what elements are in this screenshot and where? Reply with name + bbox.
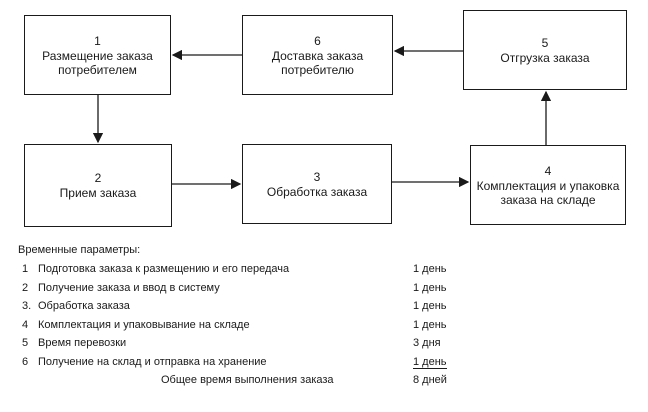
total-row: Общее время выполнения заказа 8 дней (18, 374, 447, 390)
step-number: 1 (94, 33, 101, 48)
param-row: 3. Обработка заказа 1 день (18, 300, 447, 319)
param-index: 1 (22, 263, 29, 275)
step-label: Отгрузка заказа (500, 50, 590, 65)
total-label: Общее время выполнения заказа (161, 374, 334, 386)
param-row: 6 Получение на склад и отправка на хране… (18, 355, 447, 375)
step-box-6: 6 Доставка заказа потребителю (242, 15, 393, 95)
flow-arrows (92, 45, 552, 190)
param-text: Подготовка заказа к размещению и его пер… (38, 263, 290, 275)
step-number: 3 (313, 169, 321, 184)
params-title: Временные параметры: (18, 244, 141, 256)
param-duration: 3 дня (413, 337, 441, 349)
param-text: Обработка заказа (38, 300, 130, 312)
step-label: Прием заказа (59, 186, 137, 200)
param-row: 1 Подготовка заказа к размещению и его п… (18, 263, 447, 282)
step-box-1: 1 Размещение заказа потребителем (24, 15, 171, 95)
param-text: Получение заказа и ввод в систему (38, 281, 220, 294)
step-label: Размещение заказа потребителем (42, 48, 153, 77)
step-number: 6 (314, 33, 321, 48)
param-row: 4 Комплектация и упаковывание на складе … (18, 318, 447, 338)
step-label: Комплектация и упаковка заказа на складе (476, 178, 620, 207)
step-box-5: 5 Отгрузка заказа (463, 10, 627, 90)
step-number: 5 (541, 35, 549, 50)
param-text: Время перевозки (38, 337, 127, 349)
param-text: Получение на склад и отправка на хранени… (38, 355, 267, 368)
param-duration: 1 день (413, 355, 447, 369)
param-duration: 1 день (413, 300, 447, 312)
param-index: 4 (22, 318, 29, 331)
process-flow-diagram: 1 Размещение заказа потребителем 2 Прием… (24, 10, 627, 227)
step-box-4: 4 Комплектация и упаковка заказа на скла… (470, 145, 626, 225)
time-parameters: Временные параметры: 1 Подготовка заказа… (18, 244, 447, 390)
param-duration: 1 день (413, 281, 447, 294)
step-label: Обработка заказа (266, 184, 368, 199)
param-index: 5 (22, 337, 29, 349)
step-box-2: 2 Прием заказа (24, 144, 172, 227)
param-index: 3. (22, 300, 32, 312)
step-label: Доставка заказа потребителю (271, 48, 364, 77)
step-number: 2 (94, 171, 102, 185)
step-box-3: 3 Обработка заказа (242, 144, 392, 224)
param-text: Комплектация и упаковывание на складе (38, 318, 250, 331)
param-duration: 1 день (413, 263, 447, 275)
param-index: 2 (22, 281, 29, 294)
param-duration: 1 день (413, 318, 447, 331)
param-row: 5 Время перевозки 3 дня (18, 337, 441, 356)
param-row: 2 Получение заказа и ввод в систему 1 де… (18, 281, 447, 301)
total-value: 8 дней (413, 374, 447, 386)
param-index: 6 (22, 355, 29, 368)
step-number: 4 (544, 163, 552, 178)
